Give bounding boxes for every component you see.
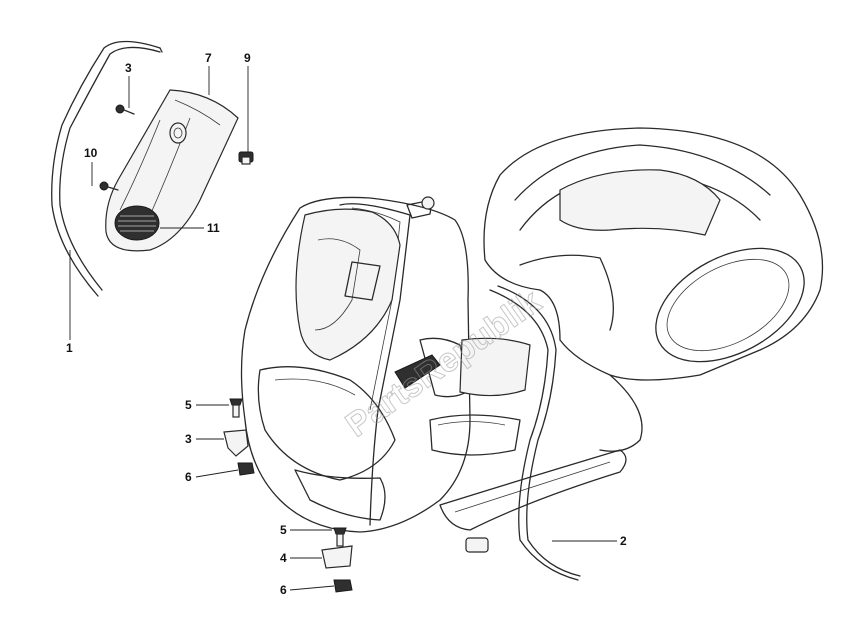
callout-2[interactable]: 2 bbox=[620, 534, 627, 548]
callout-7[interactable]: 7 bbox=[205, 51, 212, 65]
leader-lines bbox=[69, 66, 617, 591]
callout-3-top[interactable]: 3 bbox=[125, 61, 132, 75]
callout-5-lower[interactable]: 5 bbox=[280, 523, 287, 537]
part-3-screw-top[interactable] bbox=[115, 104, 135, 115]
part-5-screw-lower[interactable] bbox=[333, 527, 347, 547]
callout-11[interactable]: 11 bbox=[207, 221, 220, 235]
part-2-front-shield-body[interactable] bbox=[240, 127, 824, 581]
callout-3-lower[interactable]: 3 bbox=[185, 432, 192, 446]
callout-5-upper[interactable]: 5 bbox=[185, 398, 192, 412]
callout-10[interactable]: 10 bbox=[84, 146, 98, 160]
part-10-screw[interactable] bbox=[99, 181, 119, 191]
part-11-grille[interactable] bbox=[114, 205, 160, 241]
part-5-screw-upper[interactable] bbox=[229, 398, 243, 418]
callout-9[interactable]: 9 bbox=[244, 51, 251, 65]
callout-1[interactable]: 1 bbox=[66, 341, 73, 355]
callout-labels: 1 2 3 3 4 5 5 6 6 7 9 10 11 bbox=[66, 51, 627, 597]
part-3-bracket[interactable] bbox=[223, 429, 249, 457]
callout-6-lower[interactable]: 6 bbox=[280, 583, 287, 597]
part-9-clip[interactable] bbox=[238, 151, 254, 165]
callout-6-upper[interactable]: 6 bbox=[185, 470, 192, 484]
part-1-trim-strip[interactable] bbox=[51, 40, 163, 297]
part-6-clip-lower[interactable] bbox=[333, 579, 353, 593]
part-4-bracket[interactable] bbox=[321, 545, 353, 569]
callout-4[interactable]: 4 bbox=[280, 551, 287, 565]
part-6-clip-upper[interactable] bbox=[237, 462, 255, 476]
